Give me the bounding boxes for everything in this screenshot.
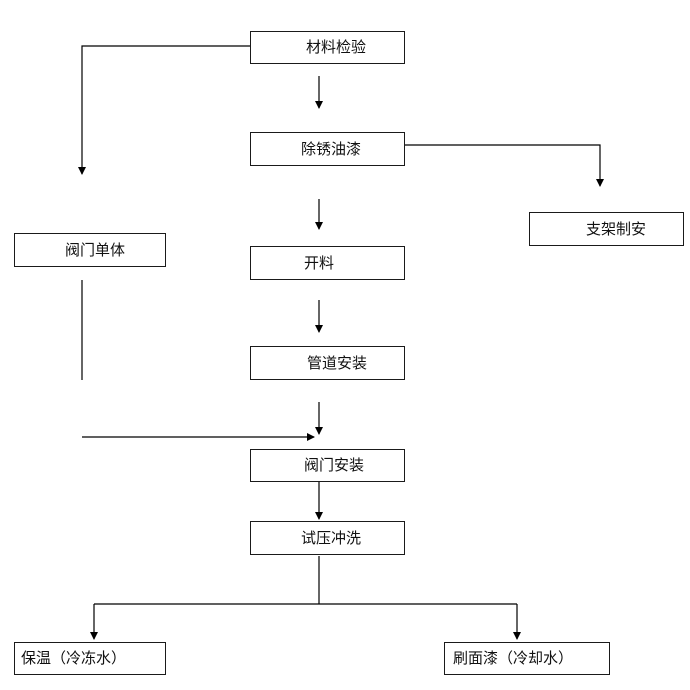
node-label: 试压冲洗 (301, 528, 362, 547)
node-cutting: 开料 (250, 246, 405, 280)
node-label: 管道安装 (307, 353, 368, 372)
node-insulation-chilled-water: 保温（冷冻水） (14, 642, 166, 675)
node-material-inspection: 材料检验 (250, 31, 405, 64)
node-label: 刷面漆（冷却水） (453, 649, 574, 667)
node-valve-unit: 阀门单体 (14, 233, 166, 267)
node-label: 开料 (304, 253, 335, 272)
node-pressure-test-flush: 试压冲洗 (250, 521, 405, 555)
node-label: 除锈油漆 (301, 139, 362, 158)
node-label: 保温（冷冻水） (21, 649, 127, 667)
arrow-inspection-to-valve-unit (78, 45, 250, 175)
node-rust-removal-paint: 除锈油漆 (250, 132, 405, 166)
node-support-fabrication: 支架制安 (529, 212, 684, 246)
node-label: 阀门单体 (65, 240, 126, 259)
node-label: 支架制安 (586, 219, 647, 238)
node-label: 材料检验 (306, 38, 367, 56)
node-label: 阀门安装 (304, 456, 365, 474)
arrow-rust-removal-to-support (404, 144, 604, 187)
node-pipe-installation: 管道安装 (250, 346, 405, 380)
node-finish-paint-cooling-water: 刷面漆（冷却水） (444, 642, 610, 675)
node-valve-installation: 阀门安装 (250, 449, 405, 482)
